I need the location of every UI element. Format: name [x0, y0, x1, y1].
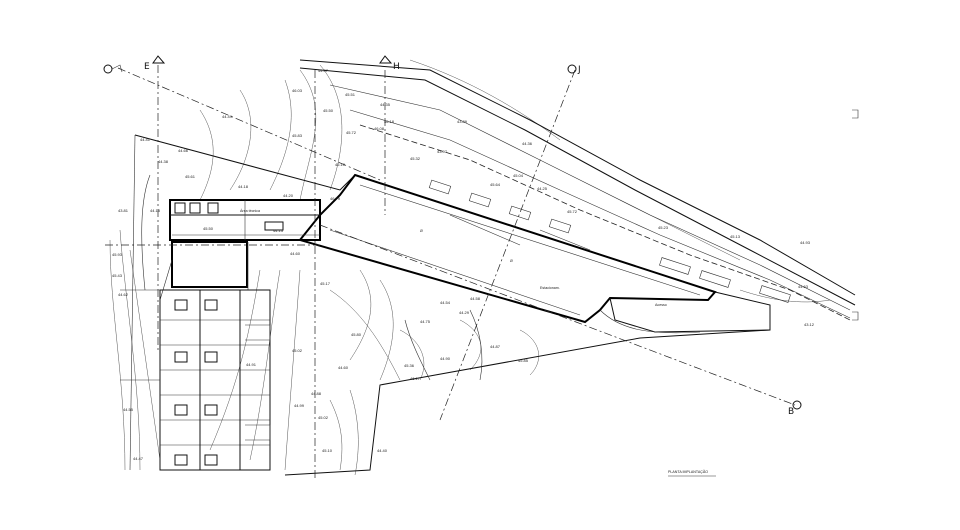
- level-label: 44.47: [133, 456, 144, 461]
- level-label: 44.90: [440, 356, 451, 361]
- level-label: 45.93: [112, 252, 123, 257]
- level-label: 44.55: [123, 407, 134, 412]
- level-label: 44.93: [800, 240, 811, 245]
- svg-text:E: E: [144, 62, 150, 72]
- level-label: 44.49: [222, 114, 233, 119]
- topography-contours: [109, 59, 831, 476]
- level-label: 44.54: [440, 300, 451, 305]
- level-label: 45.80: [351, 332, 362, 337]
- level-label: 46.08: [374, 126, 385, 131]
- level-label: 44.35: [380, 102, 391, 107]
- upper-room-label: Área técnica: [240, 209, 260, 213]
- section-marker-left: [103, 64, 123, 74]
- level-label: 46.03: [292, 88, 303, 93]
- level-label: 45.83: [292, 133, 303, 138]
- level-label: 45.32: [410, 156, 421, 161]
- section-line-J: [439, 69, 576, 421]
- level-label: 44.37: [318, 68, 329, 73]
- level-label: 45.13: [730, 234, 741, 239]
- level-label: 45.64: [490, 182, 501, 187]
- level-label: 45.61: [185, 174, 196, 179]
- level-label: 45.43: [112, 273, 123, 278]
- level-label: 44.66: [178, 148, 189, 153]
- section-line-B: [319, 224, 796, 406]
- level-label: 45.02: [292, 348, 303, 353]
- right-label: Acesso: [655, 303, 667, 307]
- level-label: 45.23: [658, 225, 669, 230]
- level-label: 44.88: [311, 391, 322, 396]
- level-label: 43.97: [437, 149, 448, 154]
- level-label: 44.60: [338, 365, 349, 370]
- section-markers: E H J B: [103, 55, 802, 417]
- level-label: 45.17: [320, 281, 331, 286]
- lower-tag-label: Ø: [510, 259, 513, 263]
- level-label: 45.50: [203, 226, 214, 231]
- level-label: 44.18: [150, 208, 161, 213]
- main-building: [298, 173, 771, 334]
- level-label: 45.72: [567, 209, 578, 214]
- level-label: 45.36: [404, 363, 415, 368]
- level-label: 44.63: [798, 284, 809, 289]
- level-label: 45.10: [322, 448, 333, 453]
- level-label: 43.12: [804, 322, 815, 327]
- level-label: 44.41: [140, 137, 151, 142]
- section-marker-j: J: [567, 64, 581, 75]
- level-label: 44.75: [420, 319, 431, 324]
- level-label: 43.89: [457, 119, 468, 124]
- site-boundary: [129, 134, 771, 476]
- svg-text:B: B: [788, 407, 794, 417]
- lower-left-buildings: [120, 289, 271, 471]
- level-label: 45.51: [345, 92, 356, 97]
- parking-bays: [404, 179, 791, 381]
- level-annotations: 44.37 46.03 45.51 44.35 45.50 44.49 45.8…: [112, 68, 815, 461]
- level-label: 44.29: [459, 310, 470, 315]
- level-label: 44.40: [377, 448, 388, 453]
- level-label: 45.85: [518, 358, 529, 363]
- edge-marks: [852, 109, 859, 321]
- level-label: 45.04: [513, 173, 524, 178]
- road-edges: [299, 59, 856, 321]
- level-label: 45.72: [346, 130, 357, 135]
- level-label: 44.13: [273, 228, 284, 233]
- level-label: 44.25: [537, 186, 548, 191]
- level-label: 45.10: [335, 162, 346, 167]
- level-label: 44.20: [283, 193, 294, 198]
- sheet-caption: PLANTA IMPLANTAÇÃO: [668, 469, 708, 474]
- section-marker-e: E: [144, 55, 166, 72]
- level-label: 45.50: [323, 108, 334, 113]
- section-lines: [105, 65, 796, 480]
- level-label: 44.36: [522, 141, 533, 146]
- svg-text:J: J: [577, 65, 581, 75]
- level-label: 46.17: [410, 376, 421, 381]
- level-label: 44.91: [246, 362, 257, 367]
- svg-text:H: H: [393, 62, 400, 72]
- section-marker-b: B: [788, 400, 802, 417]
- level-label: 44.62: [118, 292, 129, 297]
- level-label: 46.79: [330, 196, 341, 201]
- level-label: 45.02: [318, 415, 329, 420]
- level-label: 44.60: [290, 251, 301, 256]
- level-label: 44.18: [238, 184, 249, 189]
- section-marker-h: H: [379, 55, 400, 72]
- level-label: 44.38: [158, 159, 169, 164]
- area-labels: Área técnica Ø Ø Estacionam. Acesso: [240, 209, 667, 307]
- inner-tag-label: Ø: [420, 229, 423, 233]
- level-label: 44.99: [294, 403, 305, 408]
- central-label: Estacionam.: [540, 286, 560, 290]
- level-label: 44.58: [470, 296, 481, 301]
- level-label: 43.81: [118, 208, 129, 213]
- level-label: 44.87: [490, 344, 501, 349]
- technical-block: [159, 199, 321, 301]
- level-label: 46.18: [384, 119, 395, 124]
